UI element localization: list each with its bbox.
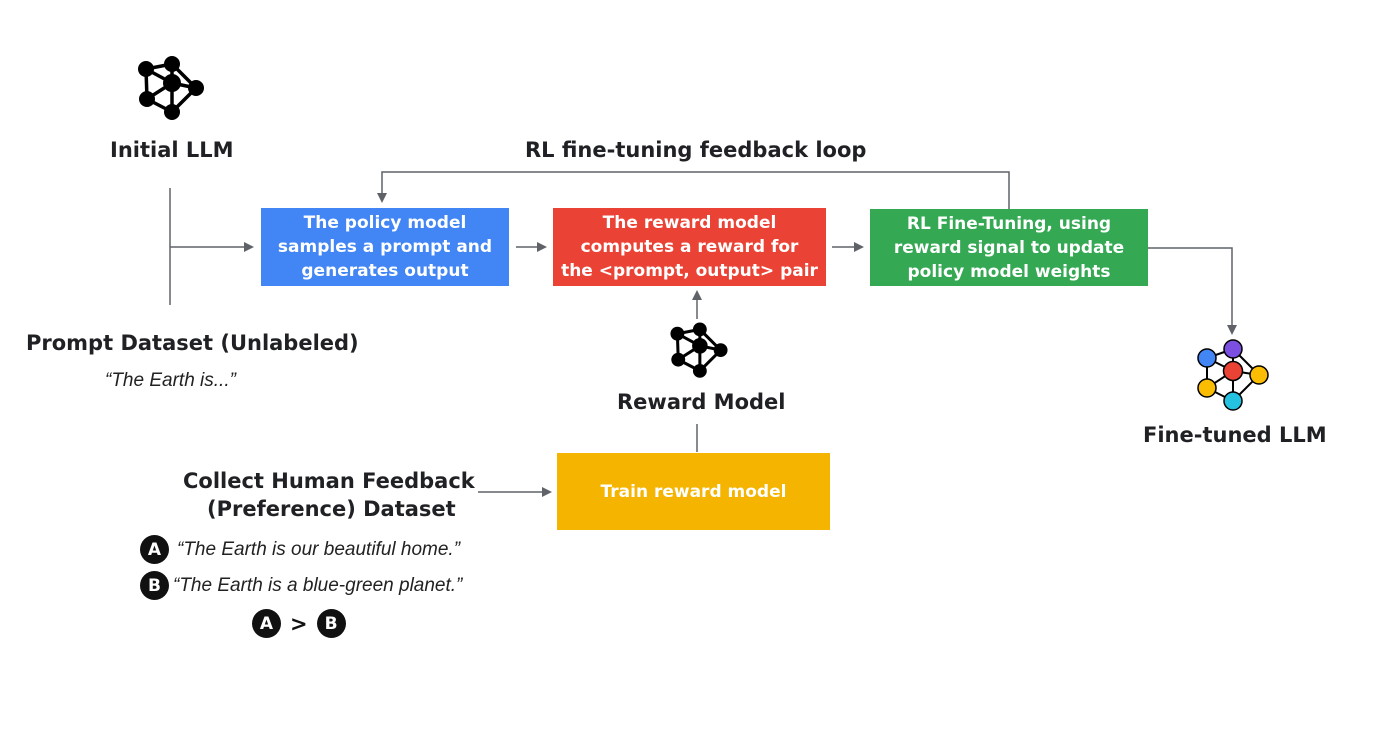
- prompt-example: “The Earth is...”: [105, 370, 236, 391]
- fine-tuned-llm-label: Fine-tuned LLM: [1143, 423, 1327, 447]
- fine-tuned-llm-colored-neural-network-icon: [1197, 339, 1269, 411]
- arrow-to-fine-tuned: [1148, 247, 1237, 335]
- feedback-loop-label: RL fine-tuning feedback loop: [525, 138, 867, 162]
- option-b-badge: B: [140, 571, 169, 600]
- node-red: [1222, 360, 1244, 382]
- option-a-badge: A: [140, 535, 169, 564]
- reward-model-box: The reward model computes a reward for t…: [553, 208, 826, 286]
- preference-option-b: B “The Earth is a blue-green planet.”: [140, 571, 462, 600]
- comparison-a-badge: A: [252, 609, 281, 638]
- node-yellow-right: [1249, 365, 1269, 385]
- node-cyan: [1223, 391, 1243, 411]
- option-b-text: “The Earth is a blue-green planet.”: [173, 574, 463, 596]
- policy-model-box: The policy model samples a prompt and ge…: [261, 208, 509, 286]
- node-blue: [1197, 348, 1217, 368]
- collect-feedback-label-line1: Collect Human Feedback: [183, 469, 475, 493]
- prompt-dataset-label: Prompt Dataset (Unlabeled): [26, 331, 359, 355]
- collect-feedback-label-line2: (Preference) Dataset: [207, 497, 456, 521]
- option-a-text: “The Earth is our beautiful home.”: [177, 538, 461, 560]
- preference-option-a: A “The Earth is our beautiful home.”: [140, 535, 460, 564]
- train-reward-model-box: Train reward model: [557, 453, 830, 530]
- comparison-b-badge: B: [316, 609, 346, 638]
- reward-model-label: Reward Model: [617, 390, 786, 414]
- feedback-loop-arrow: [377, 171, 1010, 209]
- node-purple: [1223, 339, 1243, 359]
- reward-model-neural-network-icon: [670, 322, 728, 378]
- node-yellow-left: [1197, 378, 1217, 398]
- rl-fine-tuning-box: RL Fine-Tuning, using reward signal to u…: [870, 209, 1148, 286]
- initial-llm-neural-network-icon: [138, 56, 204, 120]
- comparison-operator: >: [290, 611, 308, 636]
- preference-comparison: A > B: [252, 609, 346, 638]
- initial-llm-label: Initial LLM: [110, 138, 234, 162]
